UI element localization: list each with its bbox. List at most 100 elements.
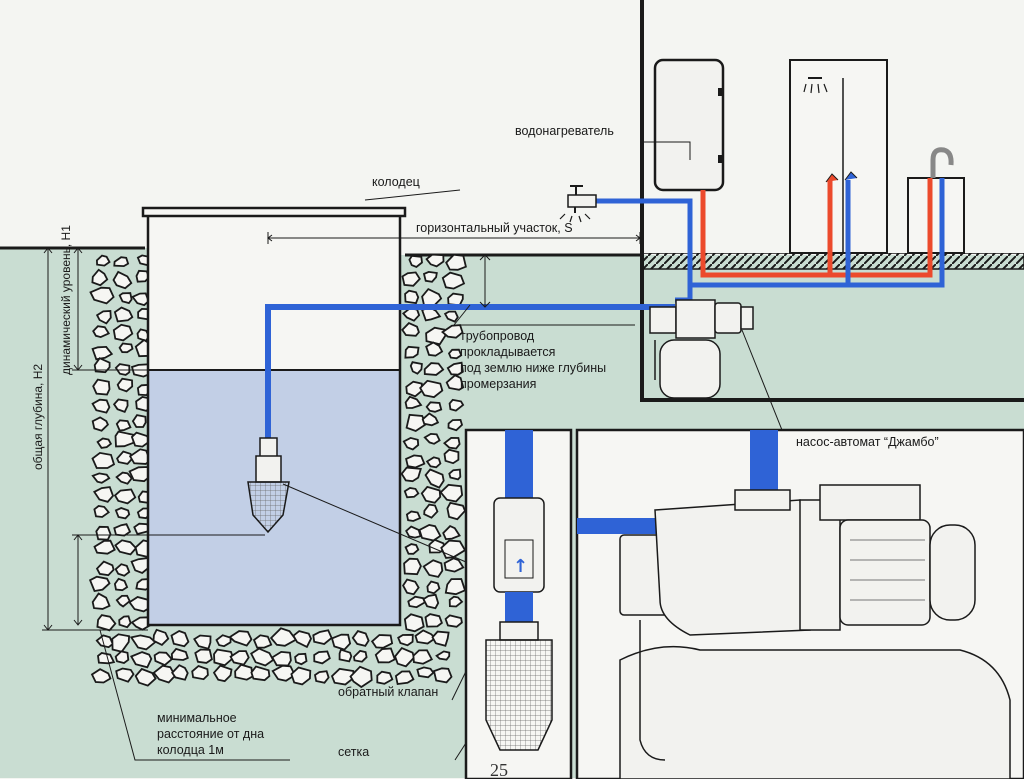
gravel-stone [338, 648, 353, 663]
faucet-icon [559, 185, 597, 223]
gravel-stone [349, 665, 373, 689]
sink [907, 147, 965, 254]
shower-icon [803, 77, 828, 94]
gravel-stone [330, 633, 352, 651]
gravel-stone [131, 292, 150, 307]
gravel-stone [421, 412, 440, 427]
gravel-stone [95, 525, 112, 541]
gravel-stone [425, 326, 447, 346]
gravel-stone [420, 485, 442, 504]
gravel-stone [446, 361, 464, 376]
gravel-stone [170, 630, 190, 648]
gravel-stone [404, 345, 420, 359]
gravel-stone [113, 256, 130, 268]
gravel-stone [95, 310, 112, 325]
gravel-stone [193, 634, 212, 650]
well [141, 206, 407, 627]
gravel-stone [403, 557, 422, 576]
gravel-stone [394, 647, 415, 668]
gravel-stone [374, 647, 396, 664]
gravel-stone [118, 615, 132, 629]
gravel-stone [113, 488, 137, 505]
label-strainer: сетка [338, 745, 369, 759]
gravel-stone [170, 647, 189, 661]
gravel-stone [376, 670, 394, 685]
gravel-stone [130, 651, 153, 669]
gravel-stone [416, 666, 435, 679]
gravel-stone [405, 380, 423, 398]
gravel-stone [424, 613, 443, 628]
leader-lines [99, 141, 978, 761]
gravel-stone [292, 630, 312, 649]
gravel-stone [95, 634, 114, 649]
gravel-stone [90, 668, 112, 684]
gravel-stone [116, 377, 134, 393]
gravel-stone [435, 650, 451, 661]
gravel-stone [118, 342, 134, 354]
gravel-stone [445, 374, 465, 391]
label-min-distance-1: минимальное [157, 711, 237, 725]
gravel-stone [153, 651, 174, 667]
gravel-stone [431, 630, 450, 647]
dimension-lines [42, 232, 641, 631]
gravel-stone [91, 451, 116, 469]
gravel-stone [447, 292, 464, 307]
valve-flow-arrow: ↑ [513, 556, 528, 577]
gravel-stone [115, 667, 135, 683]
gravel-stone [407, 595, 426, 609]
gravel-stone [114, 650, 130, 664]
gravel-stone [403, 487, 420, 499]
labels: колодец водонагреватель горизонтальный у… [31, 124, 939, 779]
gravel-stone [353, 649, 368, 663]
gravel-stone [400, 466, 422, 483]
gravel-stone [443, 557, 465, 573]
gravel-stone [424, 468, 445, 489]
gravel-stone [96, 437, 113, 449]
gravel-stone [402, 436, 420, 451]
detail-panel-pump [575, 428, 1024, 779]
gravel-stone [422, 593, 440, 610]
gravel-stone [443, 448, 460, 465]
gravel-stone [351, 630, 370, 647]
gravel-stone [191, 664, 209, 681]
page-number: 25 [490, 760, 508, 779]
gravel-stone [423, 362, 445, 376]
gravel-stone [91, 398, 111, 414]
gravel-stone [422, 270, 438, 283]
gravel-stone [408, 254, 423, 269]
gravel-stone [447, 418, 464, 432]
gravel-stone [114, 563, 131, 577]
ground-surface-line [0, 246, 642, 257]
gravel-stone [290, 666, 312, 686]
gravel-stone [152, 664, 177, 684]
gravel-stone [129, 634, 157, 651]
gravel-stone [405, 413, 428, 432]
gravel-stone [448, 468, 462, 481]
gravel-stone [330, 667, 355, 686]
label-pipeline-3: под землю ниже глубины [460, 361, 606, 375]
gravel-stone [91, 592, 111, 610]
gravel-stone [92, 325, 111, 339]
gravel-stone [441, 271, 466, 290]
suction-pipe [265, 304, 675, 445]
gravel-stone [414, 629, 437, 645]
detail-panel-valve [464, 428, 573, 779]
gravel-stone [442, 436, 461, 450]
gravel-stone [405, 510, 422, 522]
gravel-stone [312, 629, 333, 645]
gravel-stone [422, 559, 444, 578]
label-pipeline-4: промерзания [460, 377, 536, 391]
gravel-stone [404, 543, 420, 555]
gravel-stone [423, 503, 439, 519]
gravel-stone [409, 361, 423, 375]
gravel-stone [228, 630, 253, 647]
gravel-stone [91, 268, 109, 287]
pump-icon [649, 299, 754, 399]
gravel-stone [442, 525, 461, 541]
gravel-stone [403, 613, 425, 633]
label-min-distance-2: расстояние от дна [157, 727, 264, 741]
label-pipeline-2: прокладывается [460, 345, 555, 359]
gravel-stone [133, 522, 150, 536]
gravel-stone [425, 253, 445, 268]
